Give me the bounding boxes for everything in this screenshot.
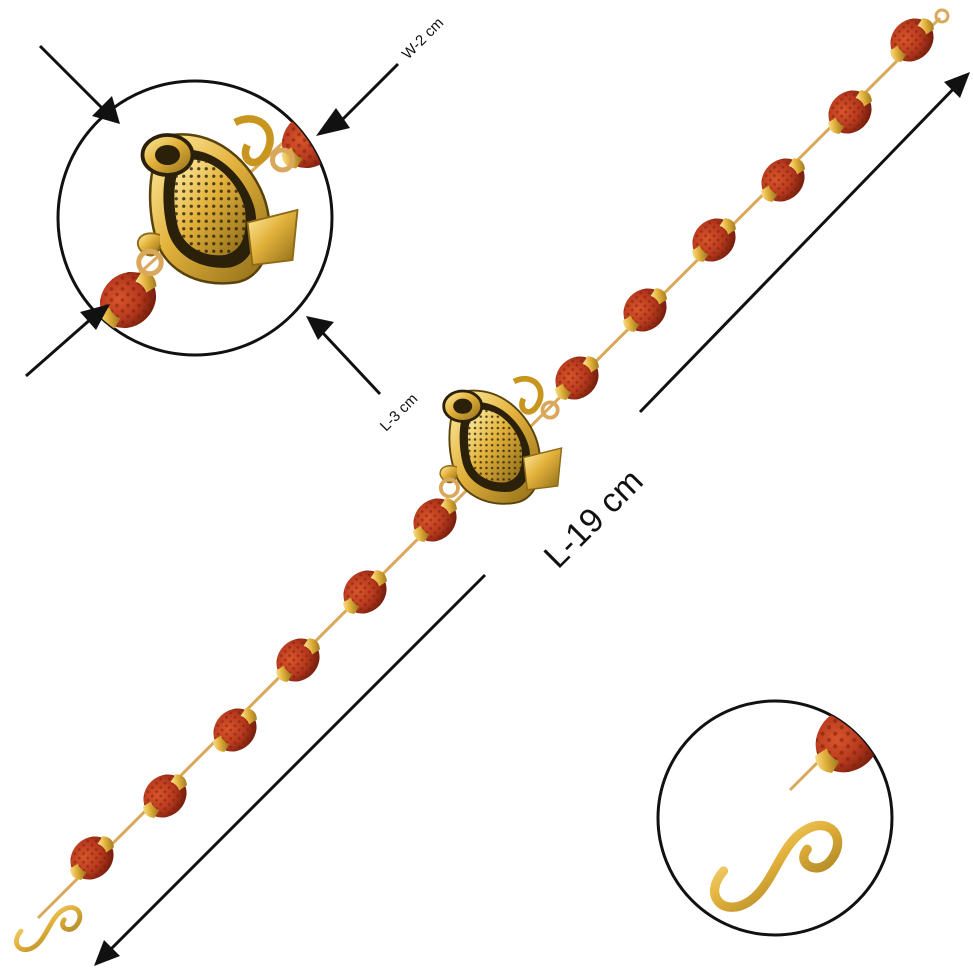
rudraksha-bead — [132, 763, 198, 829]
rudraksha-bead — [681, 207, 747, 273]
clasp-zoom-circle — [656, 699, 894, 937]
rudraksha-bead — [59, 825, 125, 891]
length-arrow — [94, 72, 970, 966]
width-arrows — [38, 44, 400, 136]
length-small-arrows — [25, 304, 382, 396]
length-small-label: L-3 cm — [377, 390, 421, 434]
rudraksha-bead — [612, 277, 678, 343]
rudraksha-bead — [202, 697, 268, 763]
width-label: W-2 cm — [399, 14, 447, 62]
charm-zoom-circle — [56, 79, 334, 357]
s-hook-clasp — [16, 907, 80, 949]
end-ring — [934, 8, 950, 24]
rudraksha-bead — [544, 345, 610, 411]
rudraksha-bead — [817, 79, 883, 145]
rudraksha-bead — [750, 147, 816, 213]
gold-charm — [440, 379, 561, 504]
